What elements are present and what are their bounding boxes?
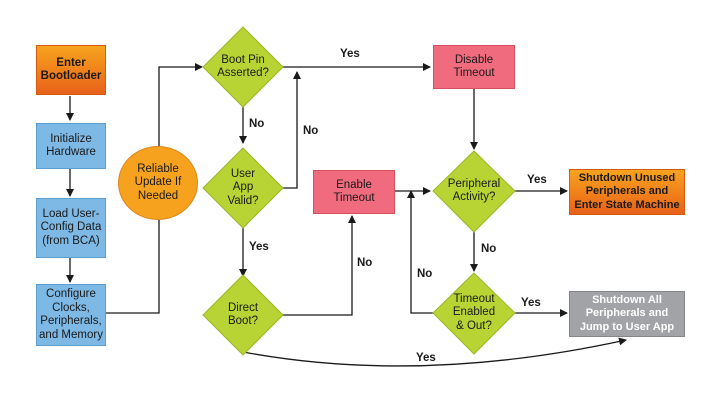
configure-box: Configure Clocks, Peripherals, and Memor…	[36, 284, 106, 346]
enter-bootloader-box: Enter Bootloader	[36, 45, 106, 95]
edge-label-userapp-no: No	[303, 125, 319, 137]
decision-boot-pin-shape	[202, 26, 284, 108]
disable-timeout-label: Disable Timeout	[453, 53, 495, 80]
decision-user-app-valid-shape	[202, 147, 284, 229]
decision-timeout-enabled-shape	[432, 272, 516, 355]
edge-direct-no	[283, 215, 356, 316]
initialize-hardware-label: Initialize Hardware	[46, 132, 96, 159]
disable-timeout-box: Disable Timeout	[433, 45, 515, 89]
edge-label-boot-yes: Yes	[340, 48, 360, 60]
initialize-hardware-box: Initialize Hardware	[36, 123, 106, 169]
shutdown-all-label: Shutdown All Peripherals and Jump to Use…	[579, 293, 675, 333]
edge-label-direct-yes: Yes	[416, 352, 436, 364]
edge-label-userapp-yes: Yes	[249, 241, 269, 253]
edge-label-boot-no: No	[249, 118, 265, 130]
configure-label: Configure Clocks, Peripherals, and Memor…	[39, 288, 103, 341]
enable-timeout-label: Enable Timeout	[333, 178, 375, 205]
edge-label-direct-no: No	[357, 257, 373, 269]
load-config-label: Load User- Config Data (from BCA)	[40, 207, 102, 247]
edge-userapp-no	[283, 71, 301, 189]
reliable-update-label: Reliable Update If Needed	[134, 162, 182, 202]
edge-label-timeout-yes: Yes	[521, 297, 541, 309]
decision-peripheral-activity-shape	[432, 150, 516, 233]
edge-timeout-no	[407, 190, 434, 314]
enable-timeout-box: Enable Timeout	[313, 170, 395, 214]
shutdown-unused-label: Shutdown Unused Peripherals and Enter St…	[574, 171, 680, 211]
decision-direct-boot-shape	[202, 274, 284, 356]
edge-label-timeout-no: No	[417, 268, 433, 280]
shutdown-unused-box: Shutdown Unused Peripherals and Enter St…	[569, 169, 685, 215]
load-config-box: Load User- Config Data (from BCA)	[36, 198, 106, 258]
edge-label-periph-yes: Yes	[527, 174, 547, 186]
shutdown-all-box: Shutdown All Peripherals and Jump to Use…	[569, 291, 685, 337]
edge-label-periph-no: No	[481, 243, 497, 255]
enter-bootloader-label: Enter Bootloader	[40, 56, 102, 83]
edge-direct-yes	[242, 337, 627, 367]
reliable-update-oval: Reliable Update If Needed	[118, 146, 198, 220]
